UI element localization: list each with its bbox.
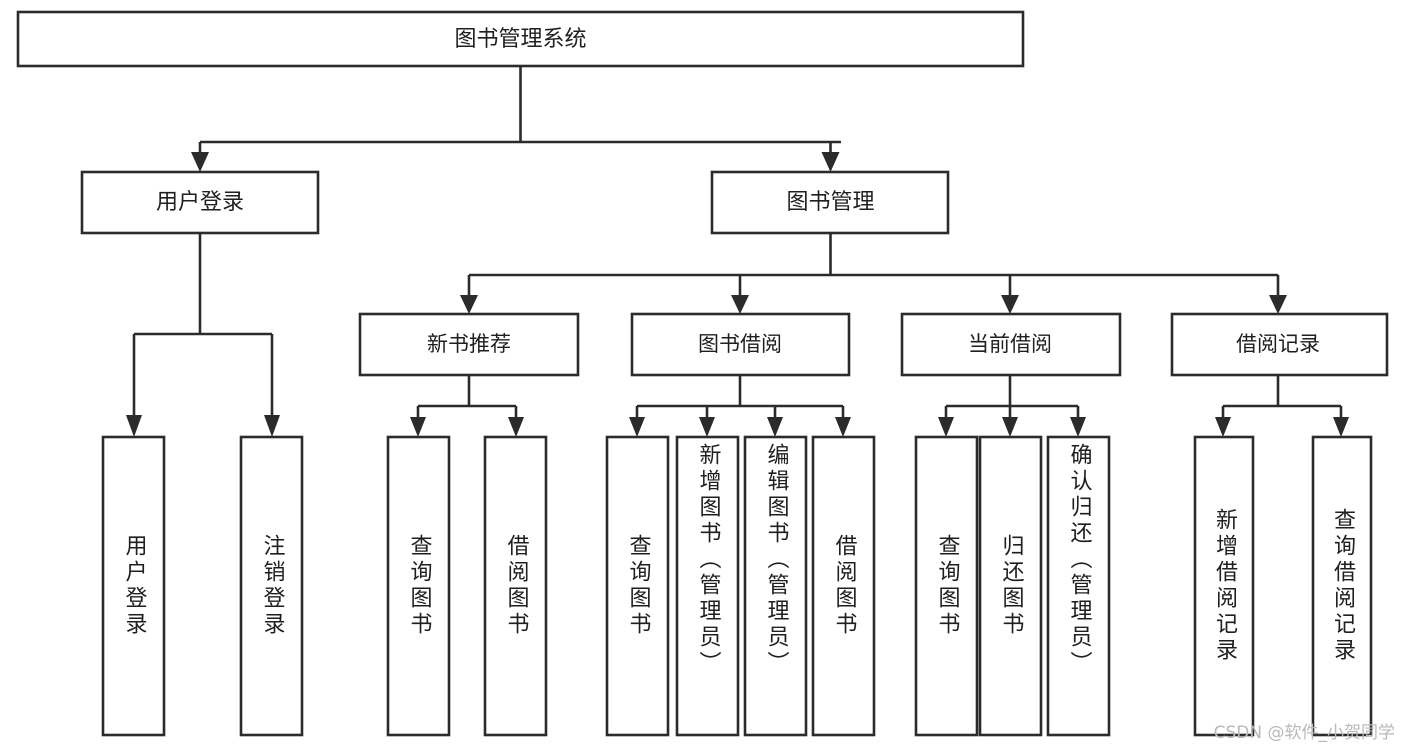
- node-user-login-label: 用户登录: [156, 190, 244, 215]
- arrow-icon-borrow-1: [629, 417, 645, 437]
- node-root-label: 图书管理系统: [454, 27, 586, 52]
- arrowhead-layer: [126, 152, 1349, 437]
- arrow-icon-record-1: [1215, 417, 1231, 437]
- leaf-box-add-borrow-record[interactable]: [1193, 435, 1255, 737]
- node-book-management[interactable]: 图书管理: [710, 170, 950, 235]
- node-book-borrow-box[interactable]: [630, 312, 851, 377]
- arrow-icon-bookmgmt-1: [460, 295, 478, 314]
- node-root-box[interactable]: [16, 10, 1025, 68]
- node-book-management-label: 图书管理: [786, 190, 874, 215]
- arrow-icon-userlogin-2: [264, 415, 280, 437]
- node-new-book-recommend-box[interactable]: [358, 312, 580, 377]
- node-borrow-record-box[interactable]: [1170, 312, 1389, 377]
- arrow-icon-bookmgmt-3: [1001, 295, 1019, 314]
- node-borrow-record-label: 借阅记录: [1236, 332, 1320, 356]
- arrow-icon-borrow-4: [835, 417, 851, 437]
- node-layer: 图书管理系统 用户登录 图书管理 新书推荐 图书借阅 当前借阅 借阅记录: [16, 10, 1389, 737]
- arrow-icon-bookmgmt-2: [731, 295, 749, 314]
- arrow-icon-bookmgmt-4: [1269, 295, 1287, 314]
- leaf-box-query-book-current[interactable]: [914, 435, 979, 737]
- node-book-management-box[interactable]: [710, 170, 950, 235]
- arrow-icon-newbook-2: [508, 417, 524, 437]
- leaf-box-confirm-return-admin[interactable]: [1046, 435, 1111, 737]
- arrow-icon-newbook-1: [410, 417, 426, 437]
- node-new-book-recommend[interactable]: 新书推荐: [358, 312, 580, 377]
- leaf-box-query-borrow-record[interactable]: [1311, 435, 1373, 737]
- arrow-icon-root-2: [821, 152, 840, 172]
- node-book-borrow-label: 图书借阅: [698, 332, 782, 356]
- leaf-box-borrow-book-new[interactable]: [483, 435, 548, 737]
- node-new-book-recommend-label: 新书推荐: [427, 332, 511, 356]
- node-user-login[interactable]: 用户登录: [80, 170, 320, 235]
- node-current-borrow[interactable]: 当前借阅: [900, 312, 1122, 377]
- node-user-login-box[interactable]: [80, 170, 320, 235]
- arrow-icon-current-2: [1002, 417, 1018, 437]
- connector-layer: [132, 66, 1343, 417]
- leaf-box-query-book-borrow[interactable]: [605, 435, 670, 737]
- node-current-borrow-box[interactable]: [900, 312, 1122, 377]
- arrow-icon-current-1: [938, 417, 954, 437]
- leaf-box-logout[interactable]: [239, 435, 304, 737]
- leaf-box-add-book-admin[interactable]: [675, 435, 740, 737]
- leaf-box-edit-book-admin[interactable]: [743, 435, 808, 737]
- arrow-icon-borrow-3: [767, 417, 783, 437]
- node-book-borrow[interactable]: 图书借阅: [630, 312, 851, 377]
- arrow-icon-current-3: [1070, 417, 1086, 437]
- arrow-icon-borrow-2: [699, 417, 715, 437]
- leaf-box-query-book-new[interactable]: [386, 435, 451, 737]
- leaf-boxes: [101, 435, 1373, 737]
- arrow-icon-record-2: [1333, 417, 1349, 437]
- arrow-icon-userlogin-1: [126, 415, 142, 437]
- leaf-box-user-login[interactable]: [101, 435, 166, 737]
- leaf-box-borrow-book[interactable]: [811, 435, 876, 737]
- node-borrow-record[interactable]: 借阅记录: [1170, 312, 1389, 377]
- arrow-icon-root-1: [191, 152, 209, 172]
- node-current-borrow-label: 当前借阅: [968, 332, 1052, 356]
- node-root[interactable]: 图书管理系统: [16, 10, 1025, 68]
- leaf-box-return-book[interactable]: [978, 435, 1043, 737]
